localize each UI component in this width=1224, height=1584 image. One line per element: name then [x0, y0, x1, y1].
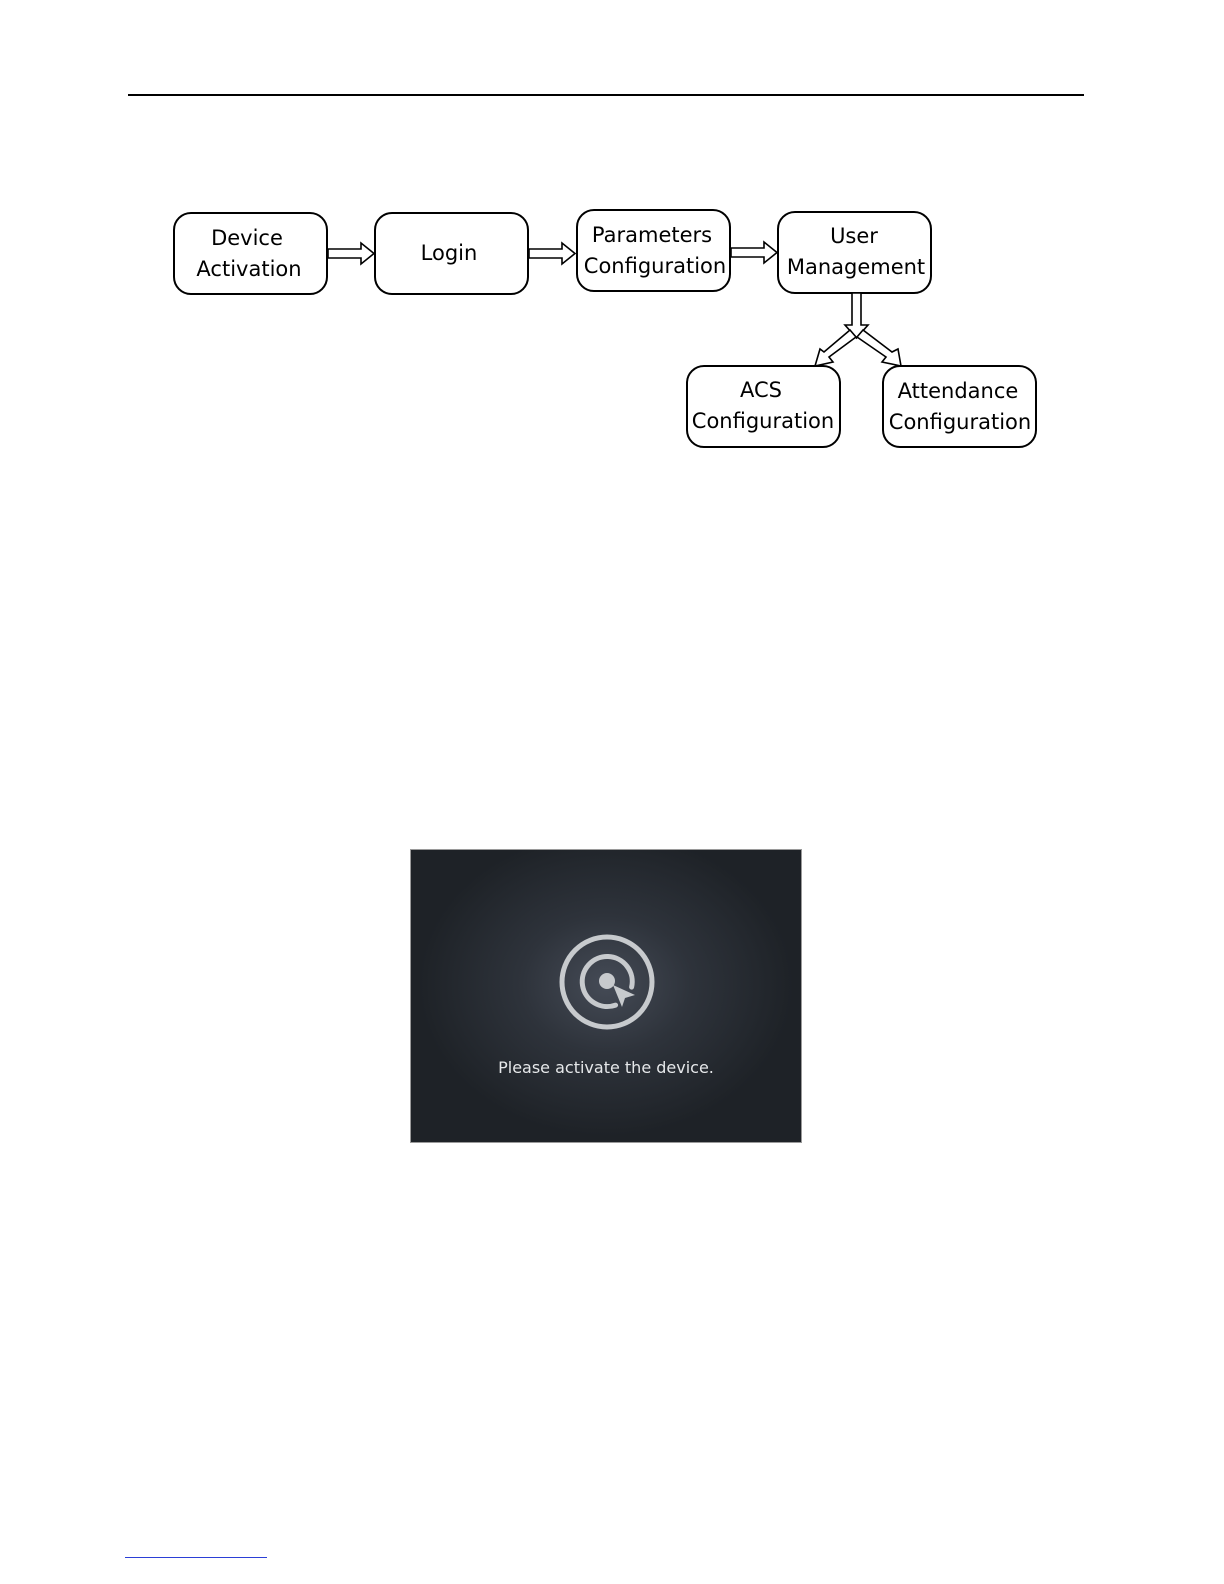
flow-label-parameters-configuration-2: Configuration [584, 254, 726, 278]
activation-message: Please activate the device. [411, 1058, 801, 1077]
activate-icon [557, 934, 657, 1034]
flow-arrow-1 [328, 243, 374, 264]
flow-arrow-to-acs [815, 330, 856, 366]
flow-label-user-management-1: User [830, 224, 878, 248]
flow-label-device-activation-2: Activation [196, 257, 301, 281]
flow-label-login: Login [421, 241, 478, 265]
flow-arrow-to-attendance [857, 330, 901, 366]
footer-link-underline[interactable] [125, 1557, 267, 1558]
flow-arrow-2 [529, 243, 575, 264]
flow-diagram: Device Activation Login Parameters Confi… [0, 0, 1224, 480]
flow-label-acs-configuration-1: ACS [740, 378, 782, 402]
flow-arrow-3 [731, 242, 777, 263]
flow-label-acs-configuration-2: Configuration [692, 409, 834, 433]
flow-label-user-management-2: Management [787, 255, 925, 279]
flow-label-device-activation-1: Device [211, 226, 283, 250]
device-activation-screen: Please activate the device. [410, 849, 802, 1143]
flow-label-parameters-configuration-1: Parameters [592, 223, 712, 247]
flow-label-attendance-configuration-1: Attendance [898, 379, 1019, 403]
flow-label-attendance-configuration-2: Configuration [889, 410, 1031, 434]
